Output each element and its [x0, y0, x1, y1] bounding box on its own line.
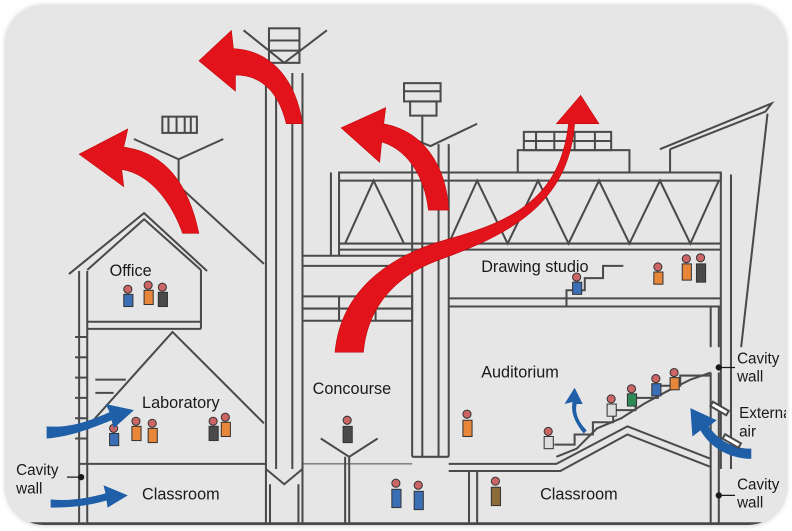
exhaust-arrow-concourse: [334, 94, 600, 353]
exhaust-air-arrows: [78, 29, 600, 353]
label-cavity-wall-left-line1: Cavity: [16, 462, 59, 479]
label-cavity-wall-right-top-line1: Cavity: [737, 350, 780, 367]
fresh-air-arrow-laboratory: [46, 404, 134, 439]
fresh-air-arrow-auditorium: [564, 387, 587, 434]
fresh-air-arrows: [46, 387, 752, 508]
fresh-air-arrow-external: [690, 408, 752, 459]
diagram-frame: Office Laboratory Classroom Concourse Au…: [6, 6, 786, 525]
label-drawing-studio: Drawing studio: [481, 258, 588, 276]
exhaust-arrow-central-stack: [198, 29, 303, 125]
people: [109, 253, 707, 511]
exhaust-arrow-middle-stack: [340, 107, 449, 211]
label-classroom-right: Classroom: [540, 485, 618, 503]
label-external-air-line1: External: [739, 405, 786, 422]
exhaust-arrow-office: [78, 128, 200, 234]
label-classroom-left: Classroom: [142, 485, 220, 503]
label-laboratory: Laboratory: [142, 394, 220, 412]
label-auditorium: Auditorium: [481, 364, 559, 382]
label-cavity-wall-left-line2: wall: [15, 480, 42, 497]
leader-lines: [66, 364, 736, 499]
label-external-air-line2: air: [739, 424, 756, 441]
label-cavity-wall-right-bottom-line1: Cavity: [737, 476, 780, 493]
label-office: Office: [110, 262, 152, 280]
label-cavity-wall-right-bottom-line2: wall: [736, 495, 763, 512]
building-section-diagram: Office Laboratory Classroom Concourse Au…: [15, 27, 786, 525]
external-air-louvres: [708, 400, 743, 450]
label-cavity-wall-right-top-line2: wall: [736, 369, 763, 386]
fresh-air-arrow-classroom: [50, 485, 128, 508]
label-concourse: Concourse: [313, 380, 392, 398]
building-structure: [20, 27, 786, 525]
